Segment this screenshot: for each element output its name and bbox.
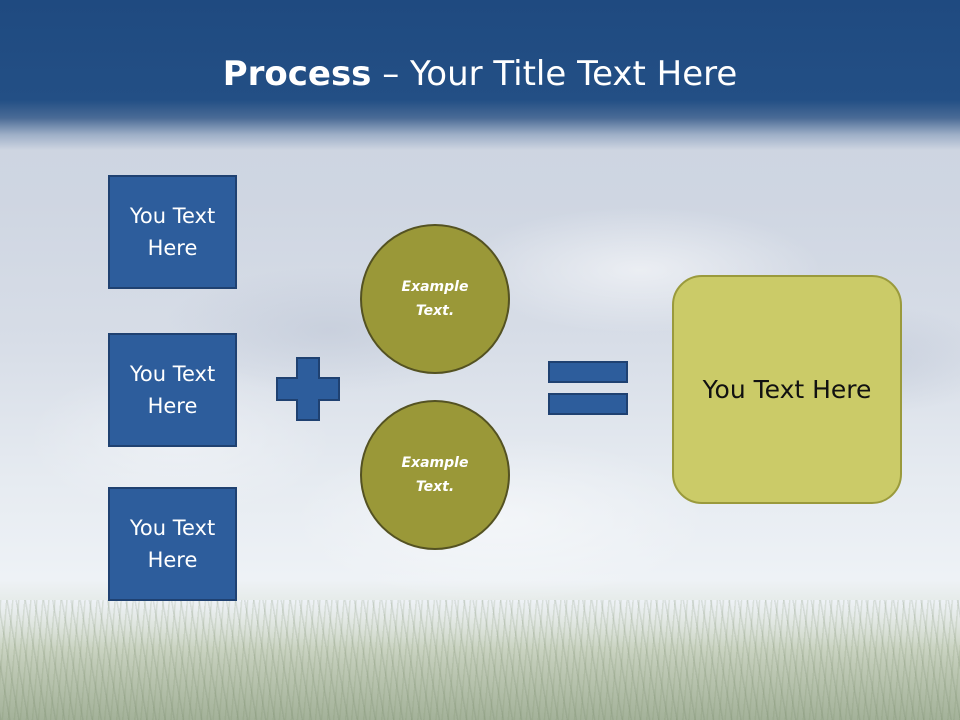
input-box-2: You Text Here <box>108 333 237 447</box>
example-circle-1: Example Text. <box>360 224 510 374</box>
title-strong: Process <box>222 54 372 94</box>
slide-title: Process – Your Title Text Here <box>0 52 960 96</box>
result-box-text: You Text Here <box>702 375 872 404</box>
equals-icon <box>548 361 628 415</box>
grass-background <box>0 600 960 720</box>
input-box-3-text: You Text Here <box>129 516 216 572</box>
input-box-1-text: You Text Here <box>129 204 216 260</box>
input-box-2-text: You Text Here <box>129 362 216 418</box>
result-box: You Text Here <box>672 275 902 504</box>
example-circle-2: Example Text. <box>360 400 510 550</box>
title-bar <box>0 0 960 150</box>
title-rest: – Your Title Text Here <box>371 54 738 94</box>
input-box-3: You Text Here <box>108 487 237 601</box>
example-circle-2-text: Example Text. <box>401 455 469 495</box>
plus-icon <box>276 357 340 421</box>
example-circle-1-text: Example Text. <box>401 279 469 319</box>
input-box-1: You Text Here <box>108 175 237 289</box>
